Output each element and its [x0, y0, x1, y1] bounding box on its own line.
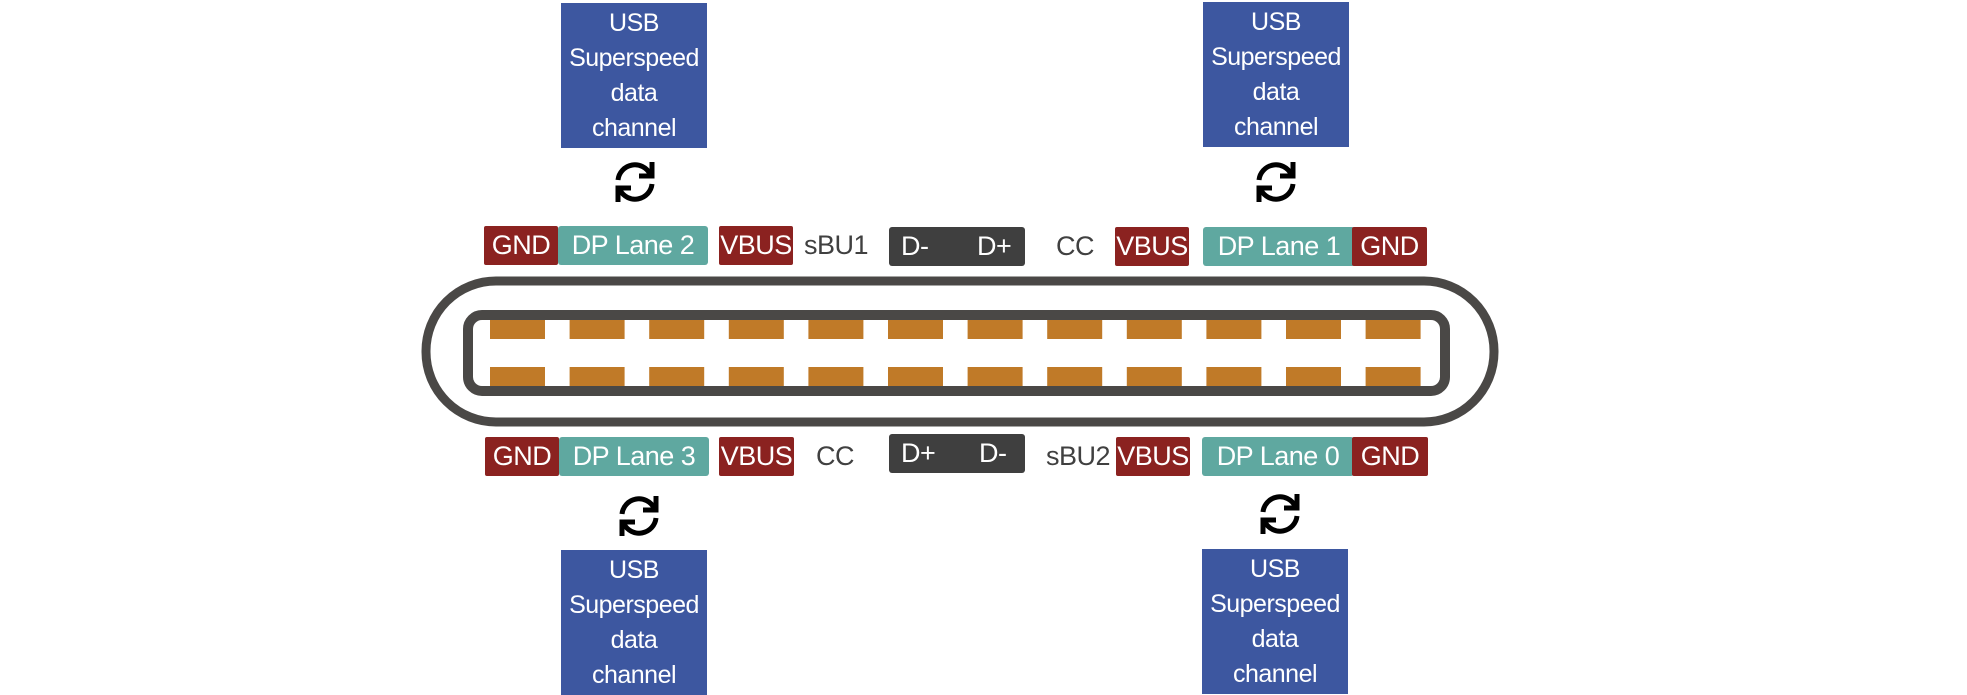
channel-box-line: Superspeed	[569, 43, 699, 72]
pin-label-d-plus: D+	[977, 231, 1012, 261]
channel-box-line: Superspeed	[569, 590, 699, 619]
pin-label-vbus: VBUS	[719, 437, 794, 476]
channel-box-line: data	[1252, 77, 1300, 106]
channel-box-line: USB	[609, 555, 659, 584]
usb-superspeed-channel-box-top-right: USB Superspeed data channel	[1203, 2, 1349, 147]
pin-row-top	[490, 320, 1421, 339]
pin-top	[888, 320, 943, 339]
pin-label-vbus: VBUS	[719, 226, 793, 265]
pin-label-gnd: GND	[484, 226, 558, 265]
channel-box-line: USB	[1250, 554, 1300, 583]
pin-bottom	[888, 367, 943, 386]
sync-icon	[615, 162, 655, 202]
connector-tongue	[463, 310, 1450, 396]
pin-bottom	[808, 367, 864, 386]
pin-top	[1047, 320, 1103, 339]
usb-superspeed-channel-box-top-left: USB Superspeed data channel	[561, 3, 707, 148]
pin-top	[1126, 320, 1182, 339]
usb-superspeed-channel-box-bottom-left: USB Superspeed data channel	[561, 550, 707, 695]
channel-box-line: data	[610, 625, 658, 654]
usb2-data-pair-bottom: D+ D-	[889, 434, 1025, 473]
pin-bottom	[967, 367, 1023, 386]
pin-bottom	[1206, 367, 1262, 386]
pin-bottom	[728, 367, 784, 386]
channel-box-line: Superspeed	[1210, 589, 1340, 618]
pin-top	[1206, 320, 1262, 339]
pin-label-vbus: VBUS	[1115, 227, 1189, 266]
pin-label-d-minus: D-	[979, 438, 1007, 468]
pin-label-sbu2: sBU2	[1045, 441, 1111, 471]
channel-box-line: channel	[591, 660, 677, 689]
pin-label-dp-lane-0: DP Lane 0	[1202, 437, 1354, 476]
pin-label-gnd: GND	[1352, 227, 1427, 266]
channel-box-line: USB	[609, 8, 659, 37]
pin-bottom	[1286, 367, 1341, 386]
pin-label-vbus: VBUS	[1116, 437, 1190, 476]
pin-bottom	[1365, 367, 1421, 386]
pin-top	[808, 320, 864, 339]
channel-box-line: channel	[1233, 112, 1319, 141]
pin-label-cc: CC	[1056, 231, 1095, 261]
pin-top	[1286, 320, 1341, 339]
pin-label-gnd: GND	[485, 437, 559, 476]
channel-box-line: data	[610, 78, 658, 107]
pin-row-bottom	[490, 367, 1421, 386]
pin-label-cc: CC	[816, 441, 855, 471]
pin-label-d-minus: D-	[901, 231, 929, 261]
usb2-data-pair-top: D- D+	[889, 227, 1025, 266]
pin-top	[1365, 320, 1421, 339]
pin-bottom	[1047, 367, 1103, 386]
pin-label-dp-lane-1: DP Lane 1	[1203, 227, 1355, 266]
pin-bottom	[569, 367, 625, 386]
pin-label-dp-lane-2: DP Lane 2	[558, 226, 708, 265]
pin-bottom	[490, 367, 545, 386]
channel-box-line: data	[1251, 624, 1299, 653]
pin-top	[728, 320, 784, 339]
pin-top	[490, 320, 545, 339]
pin-bottom	[649, 367, 705, 386]
sync-icon	[1256, 162, 1296, 202]
pin-top	[649, 320, 705, 339]
connector-outer-shell	[421, 276, 1499, 427]
sync-icon	[619, 496, 659, 536]
pin-label-d-plus: D+	[901, 438, 936, 468]
sync-icon	[1260, 494, 1300, 534]
pin-top	[967, 320, 1023, 339]
pin-label-gnd: GND	[1352, 437, 1428, 476]
usb-superspeed-channel-box-bottom-right: USB Superspeed data channel	[1202, 549, 1348, 694]
channel-box-line: channel	[1232, 659, 1318, 688]
pin-label-dp-lane-3: DP Lane 3	[559, 437, 709, 476]
channel-box-line: USB	[1251, 7, 1301, 36]
pin-top	[569, 320, 625, 339]
pin-bottom	[1126, 367, 1182, 386]
pin-label-sbu1: sBU1	[803, 230, 869, 260]
channel-box-line: Superspeed	[1211, 42, 1341, 71]
channel-box-line: channel	[591, 113, 677, 142]
